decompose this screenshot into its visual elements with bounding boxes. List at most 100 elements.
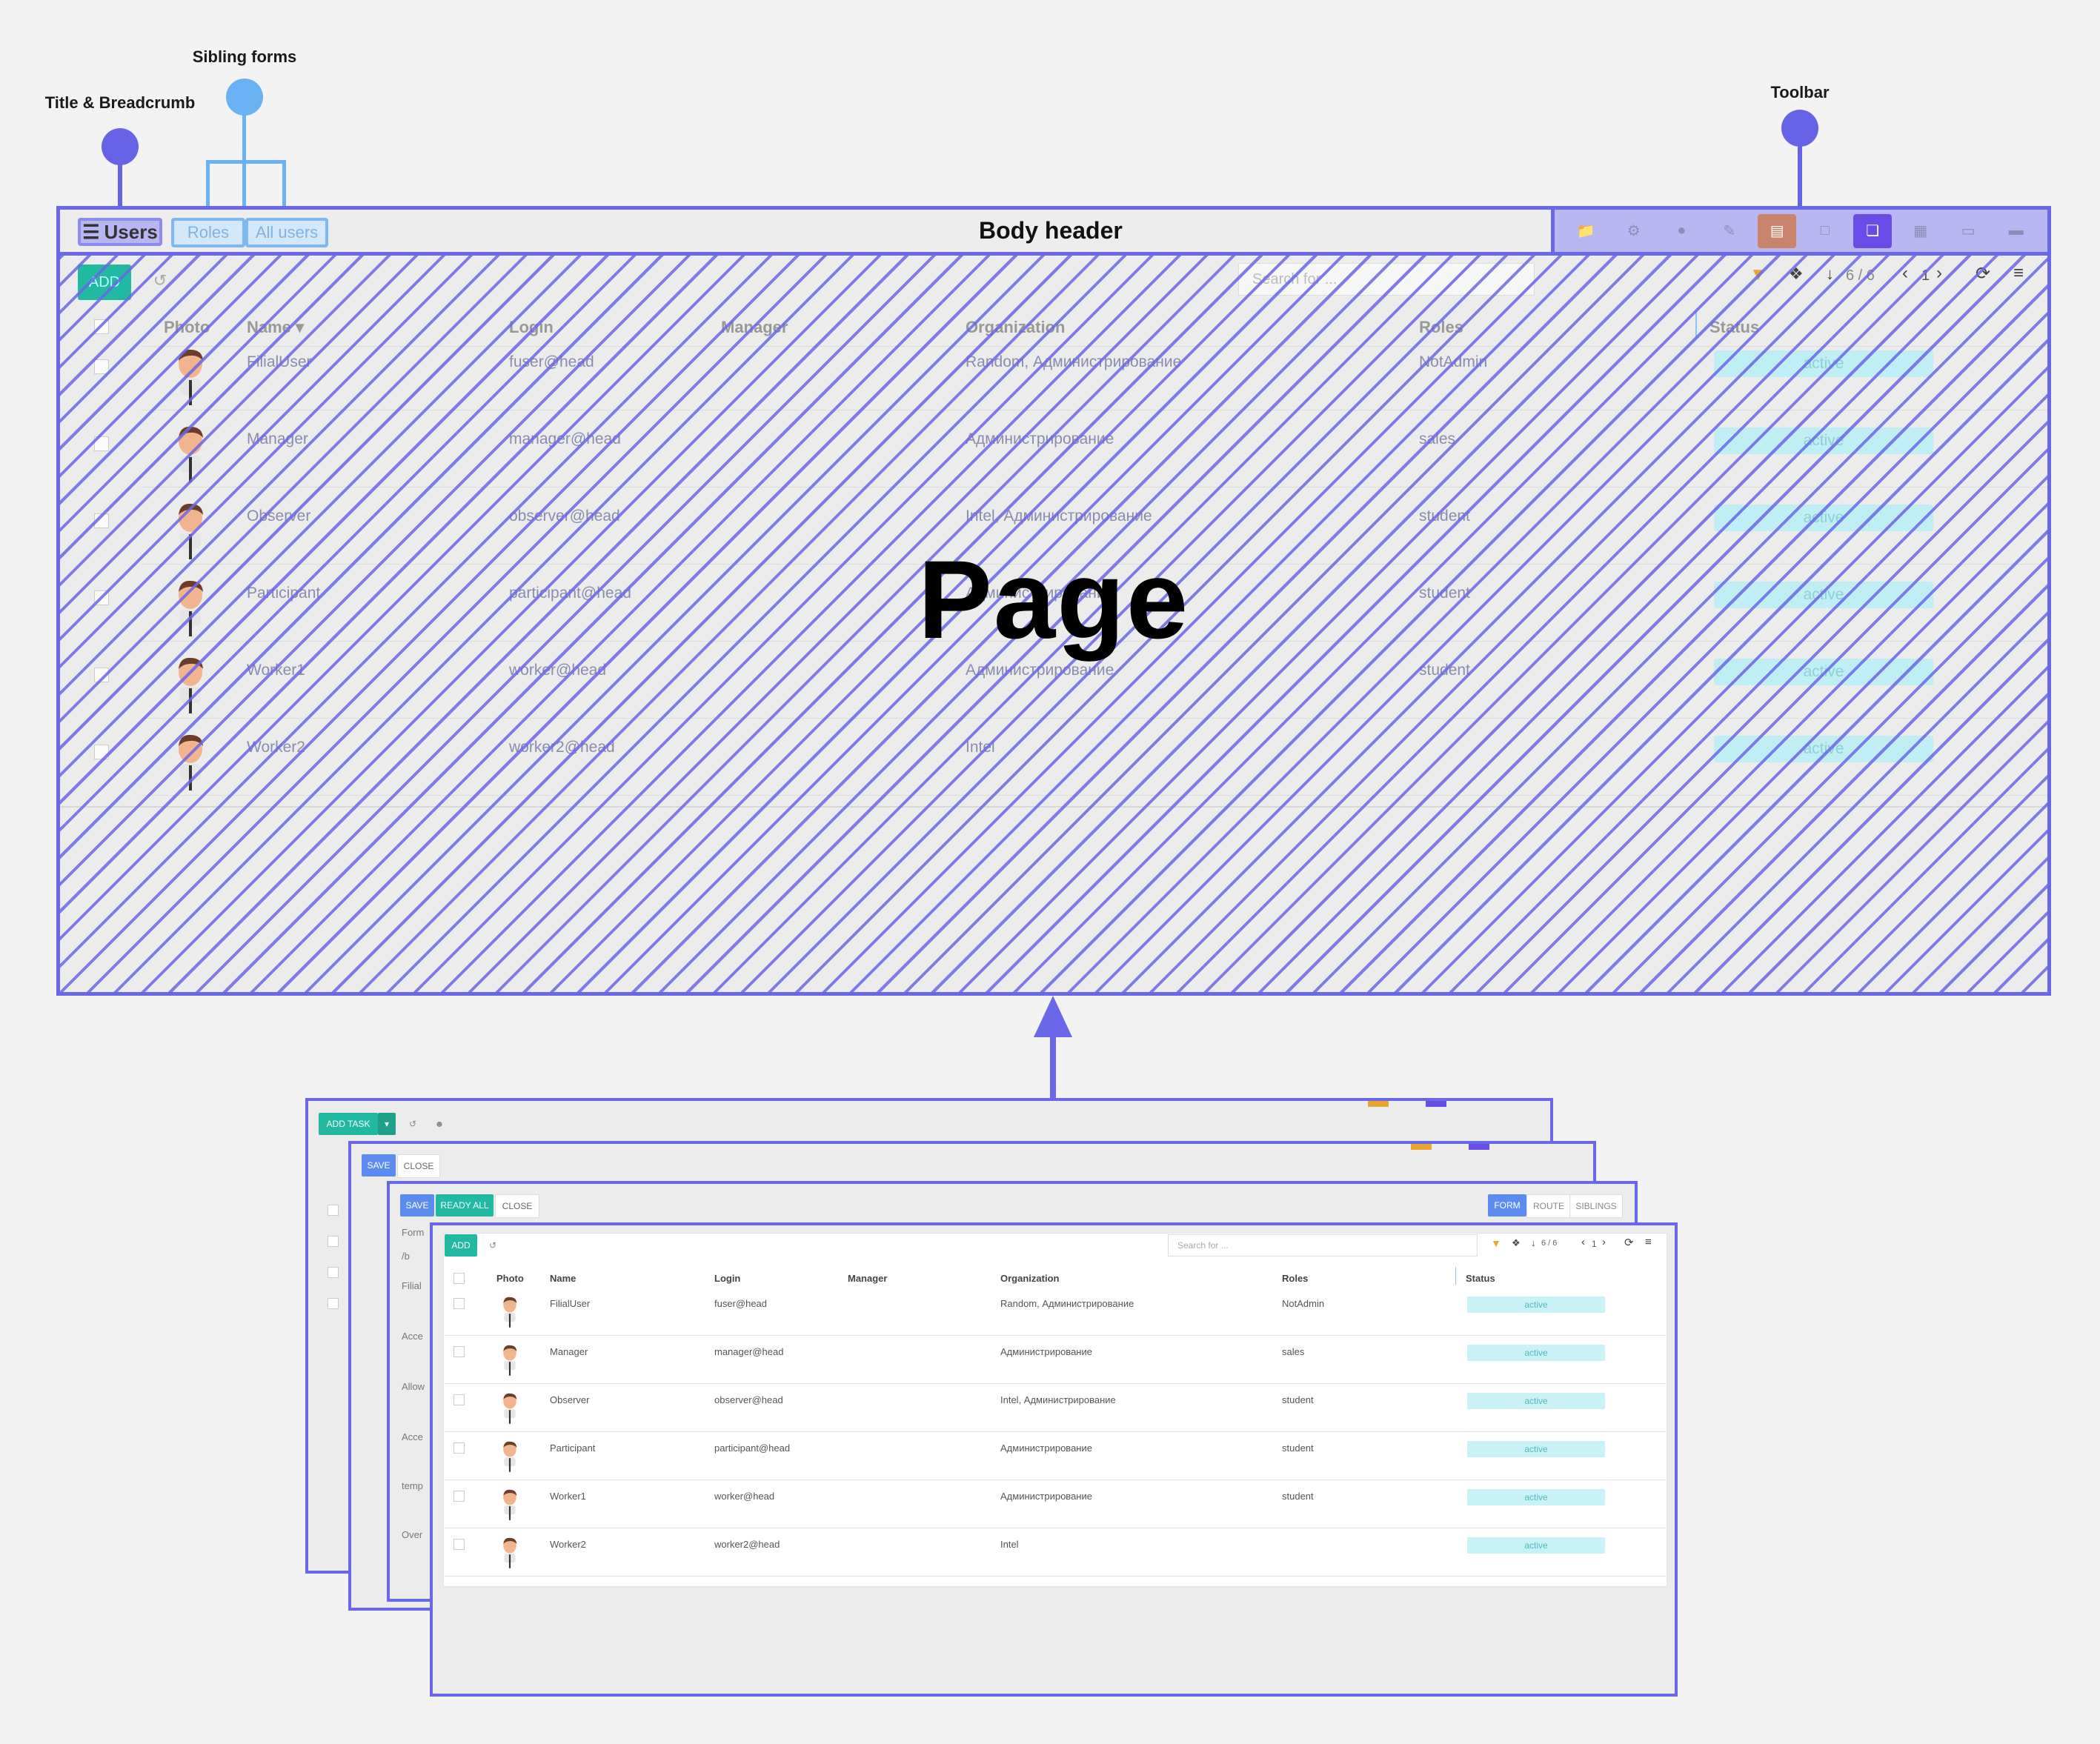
save-button[interactable]: SAVE [400,1194,434,1217]
cell-name[interactable]: Manager [247,430,308,447]
add-task-dropdown[interactable]: ▾ [378,1113,396,1135]
search-input[interactable]: Search for ... [1168,1234,1478,1257]
cell-name[interactable]: Observer [550,1394,590,1405]
column-header-name-text: Name [247,318,291,336]
menu-lines-icon[interactable]: ≡ [1645,1236,1652,1248]
refresh-icon[interactable]: ⟳ [1976,264,1991,284]
row-checkbox[interactable] [453,1346,465,1357]
pin-icon[interactable]: ❖ [1789,264,1804,283]
row-checkbox[interactable] [453,1442,465,1454]
cell-name[interactable]: Worker2 [550,1539,586,1550]
row-checkbox[interactable] [94,513,109,528]
sort-icon[interactable]: ↓ [1826,264,1834,283]
select-all-checkbox[interactable] [94,319,109,334]
cell-name[interactable]: Manager [550,1346,588,1357]
row-checkbox[interactable] [94,745,109,759]
cell-name[interactable]: FilialUser [247,353,312,370]
cell-login: manager@head [509,430,621,447]
row-checkbox[interactable] [94,436,109,451]
cell-organization: Intel [966,739,995,756]
cell-organization: Random, Администрирование [966,353,1182,370]
cell-name[interactable]: Worker2 [247,739,305,756]
avatar [503,1297,517,1328]
sibling-forms-bracket [206,160,286,212]
row-checkbox[interactable] [453,1298,465,1309]
filter-icon[interactable]: ▼ [1491,1237,1501,1249]
row-checkbox[interactable] [328,1236,339,1247]
cell-name[interactable]: Observer [247,507,311,525]
column-header-roles: Roles [1282,1273,1309,1284]
document-icon[interactable]: □ [1820,222,1830,239]
tab-route[interactable]: ROUTE [1526,1194,1571,1218]
prev-page-icon[interactable]: ‹ [1902,263,1908,283]
row-checkbox[interactable] [94,359,109,374]
row-checkbox[interactable] [328,1205,339,1216]
card-icon[interactable]: ▬ [2008,222,2024,239]
cell-name[interactable]: Worker1 [247,662,305,679]
cell-name[interactable]: Worker1 [550,1491,586,1502]
next-page-icon[interactable]: › [1936,263,1942,283]
sibling-tab-roles[interactable]: Roles [171,218,245,247]
row-checkbox[interactable] [328,1298,339,1309]
copy-icon[interactable]: ❏ [1853,213,1893,248]
search-input[interactable]: Search for ... [1238,263,1535,296]
status-badge: active [1467,1345,1605,1361]
sort-icon[interactable]: ↓ [1531,1237,1536,1248]
preview-frame-list: ADD ↺ Search for ... ▼ ❖ ↓ 6 / 6 ‹ 1 › ⟳… [430,1222,1678,1697]
select-all-checkbox[interactable] [453,1273,465,1284]
column-header-name[interactable]: Name [550,1273,576,1284]
folder-icon[interactable]: 📁 [1576,223,1595,239]
history-icon[interactable]: ↺ [153,271,167,290]
globe-icon[interactable]: ● [1677,222,1687,239]
row-checkbox[interactable] [94,590,109,605]
calendar-icon[interactable]: ▦ [1913,223,1928,239]
pin-icon[interactable]: ❖ [1512,1237,1521,1248]
cell-name[interactable]: Participant [247,585,321,602]
cell-login: fuser@head [714,1298,768,1309]
status-badge: active [1714,350,1933,377]
ready-all-button[interactable]: READY ALL [436,1194,494,1217]
cogs-icon[interactable]: ⚙ [1626,223,1641,239]
row-checkbox[interactable] [94,668,109,682]
page-title[interactable]: ☰ Users [78,218,162,246]
row-checkbox[interactable] [453,1539,465,1550]
add-button[interactable]: ADD [445,1234,477,1257]
cell-roles: NotAdmin [1282,1298,1325,1309]
menu-lines-icon[interactable]: ≡ [2013,263,2024,283]
avatar [179,657,203,713]
user-icon[interactable]: ☻ [434,1119,445,1129]
row-checkbox[interactable] [453,1491,465,1502]
column-header-login: Login [714,1273,741,1284]
close-button[interactable]: CLOSE [397,1154,440,1178]
tab-siblings[interactable]: SIBLINGS [1569,1194,1623,1218]
monitor-icon[interactable]: ▭ [1961,223,1976,239]
form-field-label: Filial [402,1280,422,1291]
add-button[interactable]: ADD [78,264,131,300]
close-button[interactable]: CLOSE [495,1194,539,1218]
next-page-icon[interactable]: › [1602,1236,1606,1248]
tab-form[interactable]: FORM [1488,1194,1526,1217]
edit-icon[interactable]: ✎ [1723,223,1736,239]
cell-organization: Администрирование [1000,1491,1092,1502]
column-divider [1695,312,1697,339]
bank-icon[interactable]: ▤ [1758,213,1797,248]
cell-name[interactable]: Participant [550,1442,596,1454]
form-field-label: temp [402,1480,423,1491]
refresh-icon[interactable]: ⟳ [1624,1237,1634,1249]
column-header-name[interactable]: Name ▾ [247,318,304,337]
cell-login: observer@head [509,507,620,525]
row-checkbox[interactable] [453,1394,465,1405]
add-task-button[interactable]: ADD TASK [319,1113,378,1135]
cell-name[interactable]: FilialUser [550,1298,591,1309]
header-divider [142,346,2047,347]
filter-icon[interactable]: ▼ [1750,264,1767,284]
table-bottom-border [60,806,2047,808]
history-icon[interactable]: ↺ [408,1119,417,1129]
prev-page-icon[interactable]: ‹ [1581,1236,1585,1248]
cell-roles: student [1282,1442,1314,1454]
save-button[interactable]: SAVE [362,1154,396,1176]
cell-organization: Администрирование [966,662,1114,679]
history-icon[interactable]: ↺ [488,1240,497,1251]
row-checkbox[interactable] [328,1267,339,1278]
sibling-tab-all-users[interactable]: All users [245,218,328,247]
